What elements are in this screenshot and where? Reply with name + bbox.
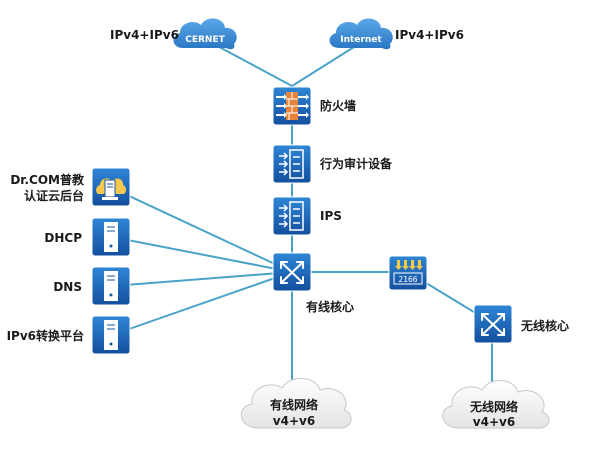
ips-icon <box>279 201 304 231</box>
internet-cloud-shape <box>329 18 393 50</box>
switch-arrows-icon <box>481 313 505 336</box>
server-tower-icon <box>104 320 118 350</box>
dns-label: DNS <box>53 280 82 294</box>
controller-code: 2166 <box>398 275 417 284</box>
ips-label: IPS <box>320 209 342 223</box>
firewall-icon <box>276 92 309 120</box>
wireless-network-cloud: 无线网络 v4+v6 <box>442 380 550 429</box>
wired-core-switch: 有线核心 <box>272 252 354 314</box>
link-cernet-firewall <box>209 41 293 87</box>
wireless-core-switch: 无线核心 <box>473 304 569 344</box>
link-internet-firewall <box>291 41 363 87</box>
switch-arrows-icon <box>280 261 304 284</box>
wired-core-label: 有线核心 <box>306 299 354 314</box>
internet-name: Internet <box>340 35 382 45</box>
audit-device: 行为审计设备 <box>272 144 393 184</box>
audit-label: 行为审计设备 <box>319 156 393 171</box>
controller-display <box>393 272 423 285</box>
download-arrows-icon <box>395 260 423 270</box>
cloud-server-icon <box>96 178 126 200</box>
server-tower-icon <box>104 271 118 301</box>
wireless-network-protocol: v4+v6 <box>473 415 515 429</box>
cernet-name: CERNET <box>185 35 225 45</box>
wired-cloud-shape <box>241 378 352 429</box>
wired-network-cloud: 有线网络 v4+v6 <box>241 378 352 429</box>
link-dhcp-core <box>111 236 293 273</box>
wired-network-protocol: v4+v6 <box>273 414 315 428</box>
wireless-core-label: 无线核心 <box>520 318 569 333</box>
drcom-server: Dr.COM普教 认证云后台 <box>10 167 131 207</box>
server-tower-icon <box>104 222 118 252</box>
cernet-cloud: CERNET IPv4+IPv6 <box>110 18 237 50</box>
internet-label: IPv4+IPv6 <box>395 28 464 42</box>
firewall-label: 防火墙 <box>320 98 356 113</box>
link-dns-core <box>111 271 293 287</box>
firewall-device: 防火墙 <box>272 86 356 126</box>
drcom-label-line1: Dr.COM普教 <box>10 172 85 187</box>
ips-box <box>272 196 312 236</box>
ipv6-label: IPv6转换平台 <box>7 328 84 343</box>
dhcp-label: DHCP <box>44 231 82 245</box>
cernet-cloud-shape <box>173 18 237 50</box>
audit-icon <box>279 149 304 179</box>
link-ipv6-core <box>111 271 293 336</box>
dhcp-server: DHCP <box>44 217 131 257</box>
link-drcom-core <box>111 187 293 273</box>
wireless-cloud-shape <box>442 380 550 429</box>
wired-network-label: 有线网络 <box>270 397 318 412</box>
drcom-label-line2: 认证云后台 <box>24 188 84 203</box>
cernet-label: IPv4+IPv6 <box>110 28 179 42</box>
internet-cloud: Internet IPv4+IPv6 <box>329 18 464 50</box>
audit-box <box>272 144 312 184</box>
wireless-network-label: 无线网络 <box>469 399 518 414</box>
ips-device: IPS <box>272 196 342 236</box>
ipv6-server: IPv6转换平台 <box>7 315 131 355</box>
dns-server: DNS <box>53 266 131 306</box>
wireless-controller: 2166 <box>388 255 428 291</box>
